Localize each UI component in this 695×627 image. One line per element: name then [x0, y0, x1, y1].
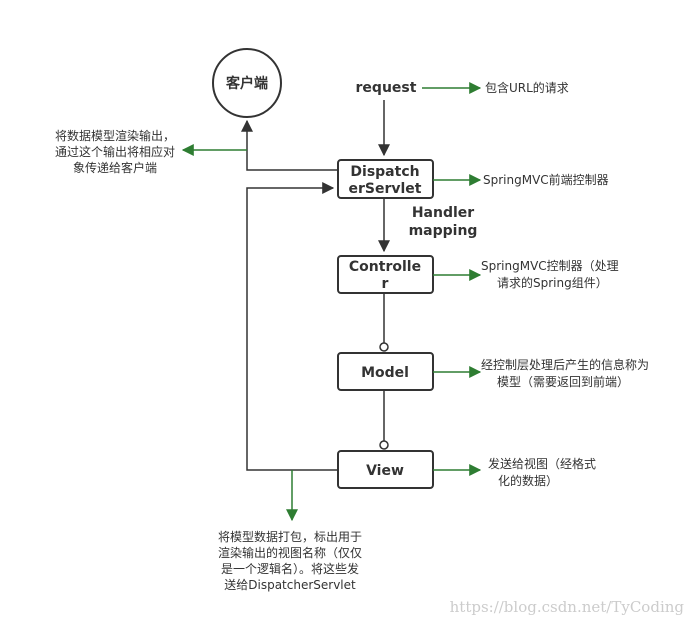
controller-node: Controlle r [337, 255, 434, 294]
dispatcher-label-line2: erServlet [349, 181, 422, 197]
controller-note-line2: 请求的Spring组件） [497, 275, 608, 290]
model-note-line2: 模型（需要返回到前端） [497, 374, 629, 389]
package-note-line3: 是一个逻辑名）。将这些发 [221, 561, 359, 576]
handler-mapping-label-line2: mapping [409, 223, 478, 239]
client-label: 客户端 [225, 75, 268, 92]
view-note-line1: 发送给视图（经格式 [488, 456, 596, 471]
request-label: request [356, 80, 417, 96]
model-node: Model [337, 352, 434, 391]
model-note-line1: 经控制层处理后产生的信息称为 [481, 357, 649, 372]
client-note-line1: 将数据模型渲染输出， [55, 128, 175, 143]
dispatcher-node: Dispatch erServlet [337, 159, 434, 199]
controller-label-line1: Controlle [349, 259, 421, 275]
client-note-line3: 象传递给客户端 [73, 160, 157, 175]
model-label: Model [361, 365, 409, 381]
view-node: View [337, 450, 434, 489]
watermark: https://blog.csdn.net/TyCoding [450, 598, 685, 616]
view-note-line2: 化的数据） [498, 473, 558, 488]
dispatcher-note: SpringMVC前端控制器 [483, 172, 609, 187]
request-note: 包含URL的请求 [485, 80, 569, 95]
client-note-line2: 通过这个输出将相应对 [55, 144, 175, 159]
controller-model-joint [379, 342, 389, 352]
dispatcher-to-client-arrow [241, 119, 338, 171]
view-to-dispatcher-arrow [246, 182, 338, 471]
model-view-joint [379, 440, 389, 450]
controller-label-line2: r [382, 276, 389, 292]
package-note-line2: 渲染输出的视图名称（仅仅 [218, 545, 362, 560]
dispatcher-label-line1: Dispatch [350, 164, 419, 180]
package-note-line4: 送给DispatcherServlet [224, 577, 356, 592]
view-label: View [366, 463, 404, 479]
handler-mapping-label-line1: Handler [412, 205, 474, 221]
package-note-line1: 将模型数据打包，标出用于 [218, 529, 362, 544]
client-node: 客户端 [212, 48, 282, 118]
controller-note-line1: SpringMVC控制器（处理 [481, 259, 619, 273]
